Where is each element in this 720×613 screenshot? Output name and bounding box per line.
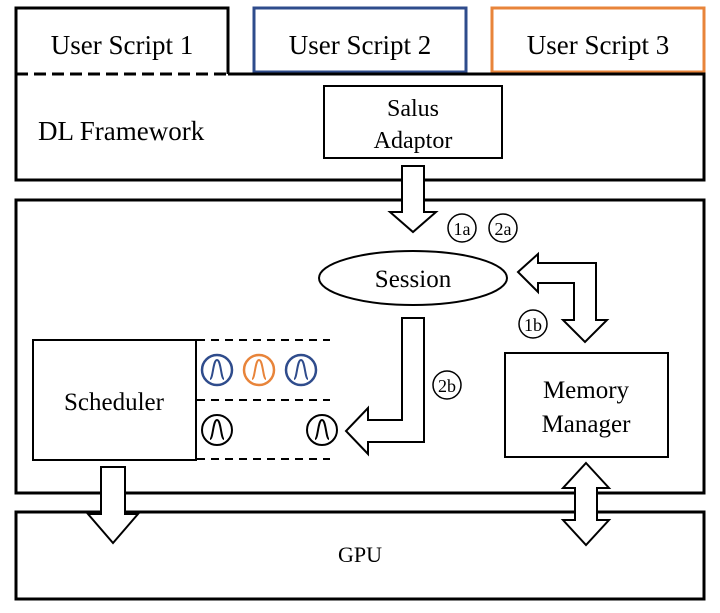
memory-manager-box (504, 352, 669, 458)
memory-manager-line1: Memory (543, 377, 630, 404)
marker-1a: 1a (447, 213, 477, 243)
memory-gpu-bidirectional-arrow (560, 461, 612, 547)
lambda-icon (200, 353, 234, 387)
marker-2a: 2a (488, 213, 518, 243)
salus-adaptor-box (323, 85, 503, 159)
salus-adaptor-line2: Adaptor (374, 128, 453, 154)
marker-2a-label: 2a (495, 219, 512, 239)
lambda-icon (284, 353, 318, 387)
scheduler-label: Scheduler (64, 389, 165, 416)
gpu-label: GPU (338, 542, 382, 567)
scheduler-box (32, 339, 197, 461)
lambda-icon (201, 414, 233, 446)
memory-manager-line2: Manager (542, 411, 632, 438)
session-memory-bidirectional-arrow (516, 251, 610, 344)
session-to-queue-arrow (344, 317, 425, 457)
server-box (14, 198, 706, 495)
dl-framework-label: DL Framework (38, 116, 205, 146)
tab-user-script-1-label[interactable]: User Script 1 (51, 30, 193, 60)
dl-framework-box (14, 72, 706, 182)
marker-2b: 2b (432, 370, 462, 400)
tab-user-script-2-label[interactable]: User Script 2 (289, 30, 431, 60)
salus-adaptor-line1: Salus (387, 96, 439, 122)
marker-1a-label: 1a (454, 219, 471, 239)
adaptor-to-session-arrow (387, 165, 439, 234)
marker-1b-label: 1b (524, 315, 542, 335)
tab-user-script-3-border (490, 6, 706, 74)
tab-user-script-1-border (14, 6, 230, 74)
lambda-icon (306, 414, 338, 446)
session-ellipse (318, 250, 508, 306)
gpu-box (14, 510, 706, 601)
tab-user-script-3-label[interactable]: User Script 3 (527, 30, 669, 60)
scheduler-to-gpu-arrow (85, 466, 141, 545)
tab-user-script-2-border (252, 6, 468, 74)
session-label: Session (375, 266, 452, 293)
marker-1b: 1b (518, 309, 548, 339)
marker-2b-label: 2b (438, 376, 456, 396)
lambda-icon (242, 353, 276, 387)
